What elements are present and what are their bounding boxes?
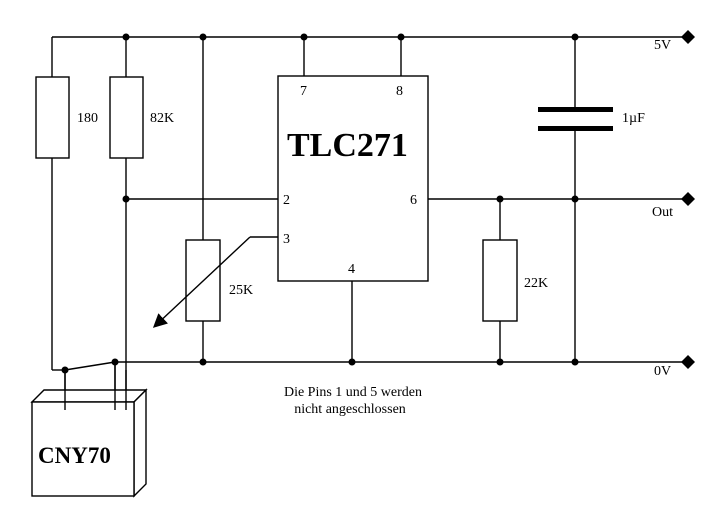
note-line-2: nicht angeschlossen <box>294 402 406 417</box>
note-line-1: Die Pins 1 und 5 werden <box>284 385 422 400</box>
pot-value-label: 25K <box>229 283 253 298</box>
ic-pin-8: 8 <box>396 84 403 99</box>
sensor-wire <box>64 361 116 371</box>
ic-pin-2: 2 <box>283 193 290 208</box>
r1-value-label: 180 <box>77 111 98 126</box>
r3-value-label: 22K <box>524 276 548 291</box>
capacitor-1uf <box>538 37 613 362</box>
ic-name: TLC271 <box>287 127 408 164</box>
resistor-82k <box>109 37 144 410</box>
ic-pin-7: 7 <box>300 84 307 99</box>
ground-rail <box>115 355 695 369</box>
output-terminal-icon[interactable] <box>681 192 695 206</box>
r2-value-label: 82K <box>150 111 174 126</box>
output-label: Out <box>652 205 673 220</box>
supply-label: 5V <box>654 38 671 53</box>
ic-body <box>277 75 429 282</box>
ic-pin-3: 3 <box>283 232 290 247</box>
ground-label: 0V <box>654 364 671 379</box>
wiper-arrow-icon <box>152 236 251 328</box>
resistor-180 <box>35 37 70 410</box>
output-line <box>428 192 695 206</box>
cny70-sensor <box>30 362 148 498</box>
resistor-22k <box>482 199 518 362</box>
ic-pin-6: 6 <box>410 193 417 208</box>
cap-value-label: 1µF <box>622 111 645 126</box>
supply-terminal-icon[interactable] <box>681 30 695 44</box>
ic-pin-4: 4 <box>348 262 355 277</box>
potentiometer-25k <box>152 37 278 362</box>
supply-rail <box>52 30 695 44</box>
sensor-name: CNY70 <box>38 443 111 468</box>
ground-terminal-icon[interactable] <box>681 355 695 369</box>
